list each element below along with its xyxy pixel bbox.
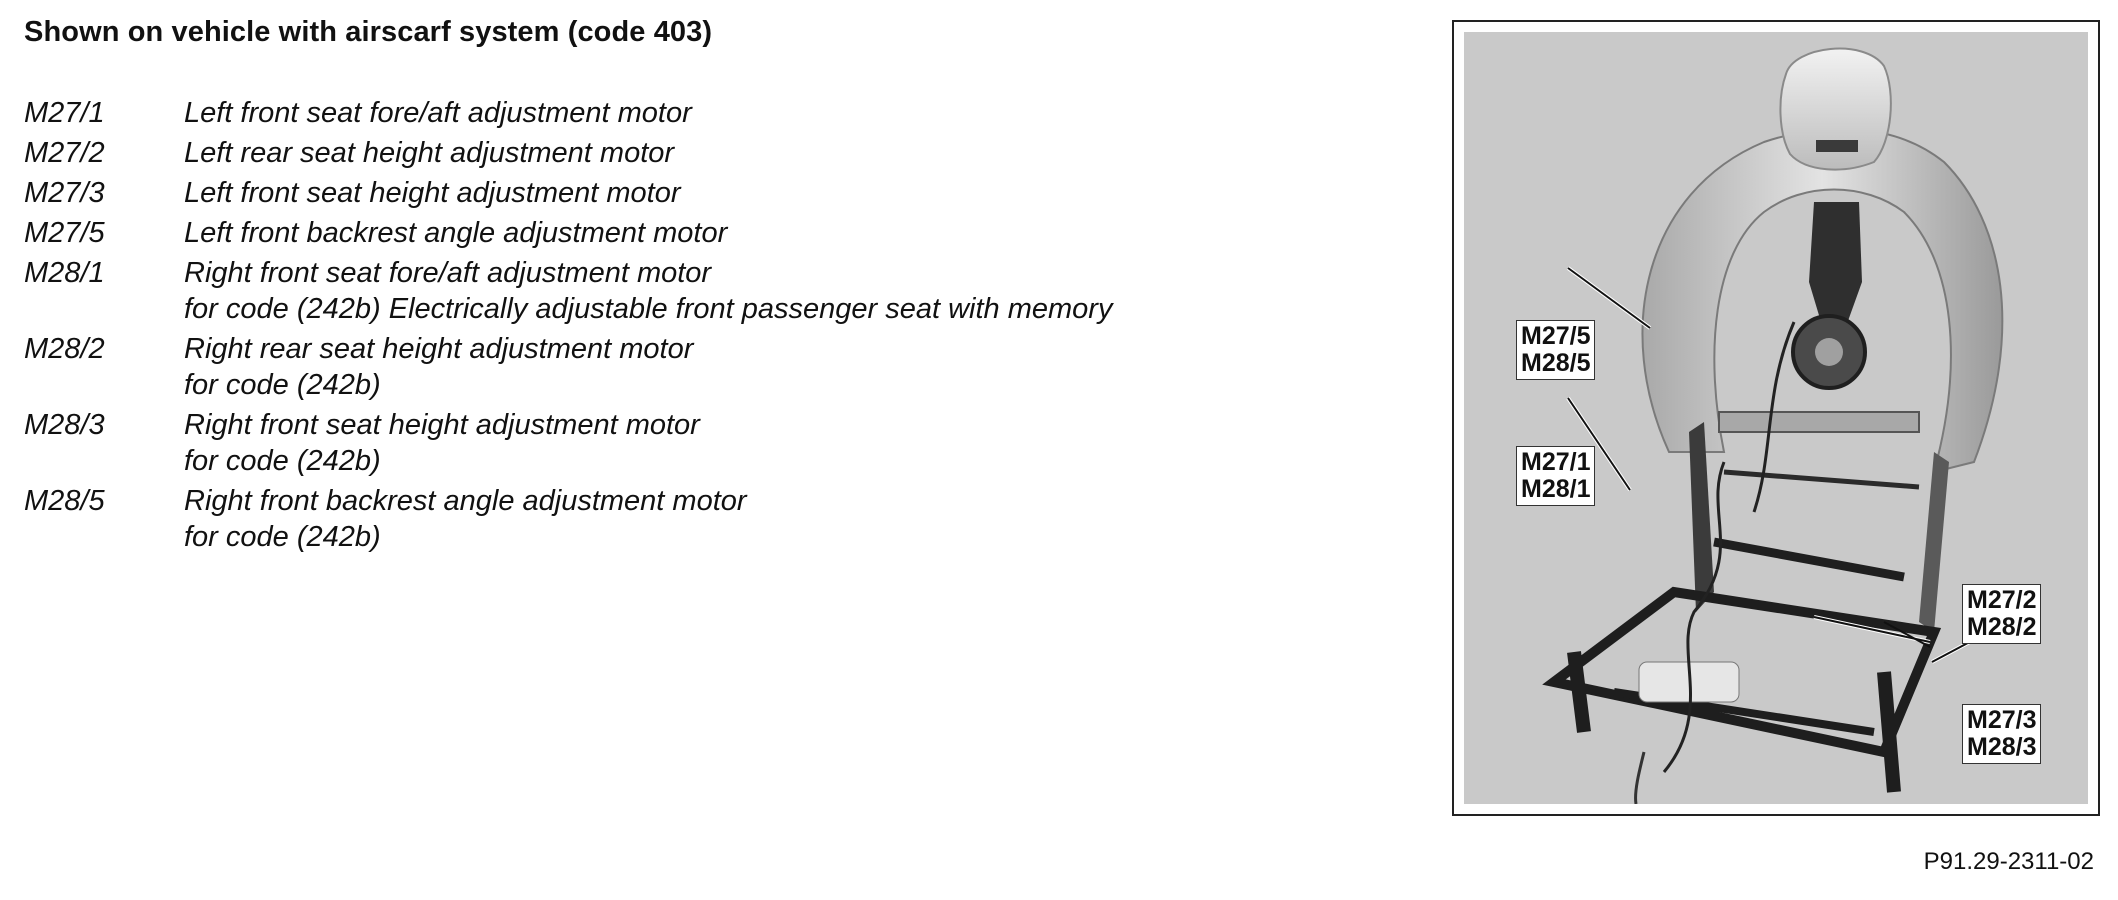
legend-item: M27/5 Left front backrest angle adjustme… xyxy=(24,215,1364,251)
legend-note: for code (242b) Electrically adjustable … xyxy=(184,293,1113,325)
legend-item: M28/1 Right front seat fore/aft adjustme… xyxy=(24,255,1364,327)
legend-description: Left front backrest angle adjustment mot… xyxy=(184,217,728,249)
callout-label: M27/2 xyxy=(1967,586,2037,614)
legend-description: Left front seat fore/aft adjustment moto… xyxy=(184,97,692,129)
legend-code: M27/2 xyxy=(24,137,105,169)
legend-code: M27/3 xyxy=(24,177,105,209)
callout-label: M27/3 xyxy=(1967,706,2037,734)
legend-code: M28/1 xyxy=(24,257,105,289)
legend-description: Right front seat height adjustment motor xyxy=(184,409,700,441)
callout-label: M27/5 xyxy=(1521,322,1591,350)
legend-note: for code (242b) xyxy=(184,445,381,477)
legend-item: M27/1 Left front seat fore/aft adjustmen… xyxy=(24,95,1364,131)
callout-backrest-motors: M27/5 M28/5 xyxy=(1516,320,1596,380)
legend-note: for code (242b) xyxy=(184,521,381,553)
legend-description: Left rear seat height adjustment motor xyxy=(184,137,675,169)
callout-label: M28/2 xyxy=(1967,613,2037,641)
seat-frame-illustration xyxy=(1542,47,2004,804)
callout-rear-height-motors: M27/2 M28/2 xyxy=(1962,584,2042,644)
callout-front-height-motors: M27/3 M28/3 xyxy=(1962,704,2042,764)
seat-photo: M27/5 M28/5 M27/1 M28/1 M27/2 M28/2 M27/… xyxy=(1464,32,2088,804)
backrest-shell xyxy=(1641,127,2004,474)
callout-label: M28/3 xyxy=(1967,733,2037,761)
callout-label: M27/1 xyxy=(1521,448,1591,476)
legend-code: M28/2 xyxy=(24,333,105,365)
legend-item: M28/2 Right rear seat height adjustment … xyxy=(24,331,1364,403)
motor-legend: M27/1 Left front seat fore/aft adjustmen… xyxy=(24,95,1364,559)
legend-code: M27/5 xyxy=(24,217,105,249)
legend-description: Right rear seat height adjustment motor xyxy=(184,333,694,365)
legend-item: M27/3 Left front seat height adjustment … xyxy=(24,175,1364,211)
callout-label: M28/5 xyxy=(1521,349,1591,377)
backrest-mechanism xyxy=(1809,202,1862,332)
seat-figure: M27/5 M28/5 M27/1 M28/1 M27/2 M28/2 M27/… xyxy=(1452,20,2100,816)
seat-base-frame xyxy=(1542,586,1942,758)
legend-description: Right front seat fore/aft adjustment mot… xyxy=(184,257,712,289)
legend-code: M28/5 xyxy=(24,485,105,517)
legend-item: M28/5 Right front backrest angle adjustm… xyxy=(24,483,1364,555)
legend-code: M27/1 xyxy=(24,97,105,129)
figure-reference-number: P91.29-2311-02 xyxy=(1923,848,2094,875)
page-heading: Shown on vehicle with airscarf system (c… xyxy=(24,16,713,48)
legend-description: Right front backrest angle adjustment mo… xyxy=(184,485,747,517)
legend-note: for code (242b) xyxy=(184,369,381,401)
legend-item: M28/3 Right front seat height adjustment… xyxy=(24,407,1364,479)
legend-code: M28/3 xyxy=(24,409,105,441)
legend-item: M27/2 Left rear seat height adjustment m… xyxy=(24,135,1364,171)
callout-label: M28/1 xyxy=(1521,475,1591,503)
legend-description: Left front seat height adjustment motor xyxy=(184,177,681,209)
headrest xyxy=(1779,47,1892,171)
callout-foreaft-motors: M27/1 M28/1 xyxy=(1516,446,1596,506)
